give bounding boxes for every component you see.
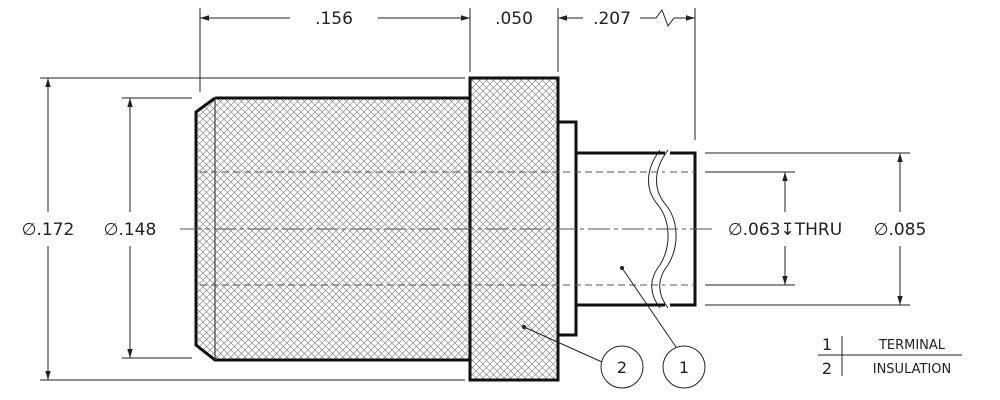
dimension-diameter-172: ∅.172 bbox=[22, 220, 75, 240]
dimension-diameter-085: ∅.085 bbox=[874, 220, 927, 240]
dimension-length-207: .207 bbox=[593, 9, 631, 29]
bill-of-materials: 1 TERMINAL 2 INSULATION bbox=[818, 335, 962, 378]
hidden-bore-lines bbox=[200, 171, 695, 286]
bom-item-2-description: INSULATION bbox=[873, 362, 951, 377]
bom-item-1-number: 1 bbox=[822, 335, 832, 354]
balloon-2-number: 2 bbox=[617, 358, 627, 377]
bom-item-1-description: TERMINAL bbox=[878, 338, 946, 353]
dimension-lines bbox=[45, 8, 903, 380]
dimension-diameter-148: ∅.148 bbox=[104, 220, 157, 240]
balloon-2: 2 bbox=[521, 324, 644, 389]
bom-item-2-number: 2 bbox=[822, 359, 832, 378]
balloon-1: 1 bbox=[619, 265, 706, 389]
balloon-1-number: 1 bbox=[679, 358, 689, 377]
dimension-length-156: .156 bbox=[315, 9, 353, 29]
dimension-diameter-063-thru: ∅.063↧THRU bbox=[728, 220, 842, 240]
dimension-length-050: .050 bbox=[495, 9, 533, 29]
extension-lines bbox=[40, 8, 910, 381]
